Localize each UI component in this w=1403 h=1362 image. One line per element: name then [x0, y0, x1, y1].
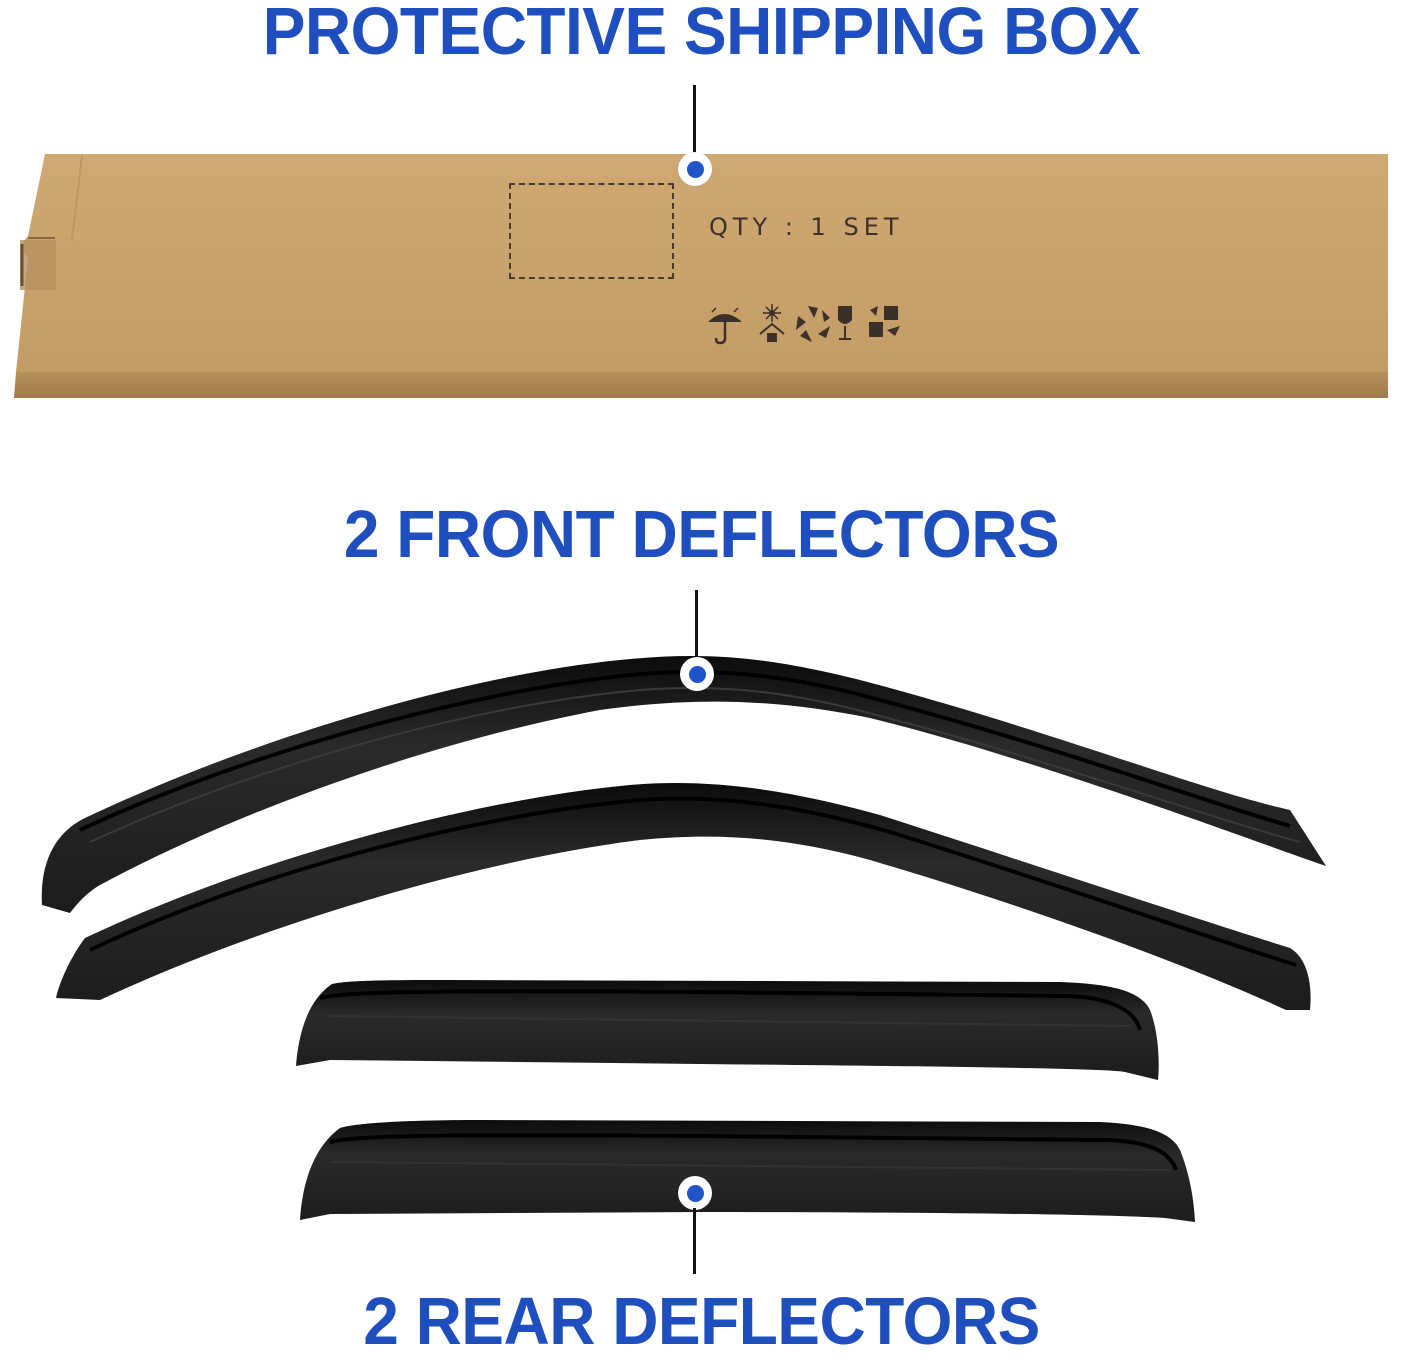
rear-deflector-2 — [300, 1120, 1195, 1222]
rear-deflector-1 — [296, 980, 1159, 1080]
heading-rear-deflectors: 2 REAR DEFLECTORS — [363, 1283, 1040, 1359]
shipping-box — [14, 154, 1388, 398]
box-label-area — [509, 183, 674, 279]
connector-line-front — [695, 590, 698, 660]
marker-front — [680, 657, 714, 691]
marker-rear — [678, 1176, 712, 1210]
marker-dot — [688, 665, 706, 683]
heading-shipping-box: PROTECTIVE SHIPPING BOX — [262, 0, 1141, 69]
front-deflector-2 — [56, 783, 1311, 1010]
handle-with-care-icon — [869, 306, 900, 337]
heading-front-deflectors: 2 FRONT DEFLECTORS — [343, 496, 1060, 572]
box-qty-label: QTY : 1 SET — [709, 213, 904, 241]
connector-line-box — [693, 85, 696, 155]
recyclable-icon — [796, 306, 830, 342]
marker-box — [678, 152, 712, 186]
keep-away-from-heat-icon — [759, 304, 785, 342]
fragile-icon — [838, 306, 852, 340]
marker-dot — [686, 160, 704, 178]
front-deflector-1 — [41, 656, 1326, 913]
handling-icons — [708, 304, 900, 345]
connector-line-rear — [693, 1208, 696, 1274]
keep-dry-icon — [708, 307, 742, 345]
marker-dot — [686, 1184, 704, 1202]
